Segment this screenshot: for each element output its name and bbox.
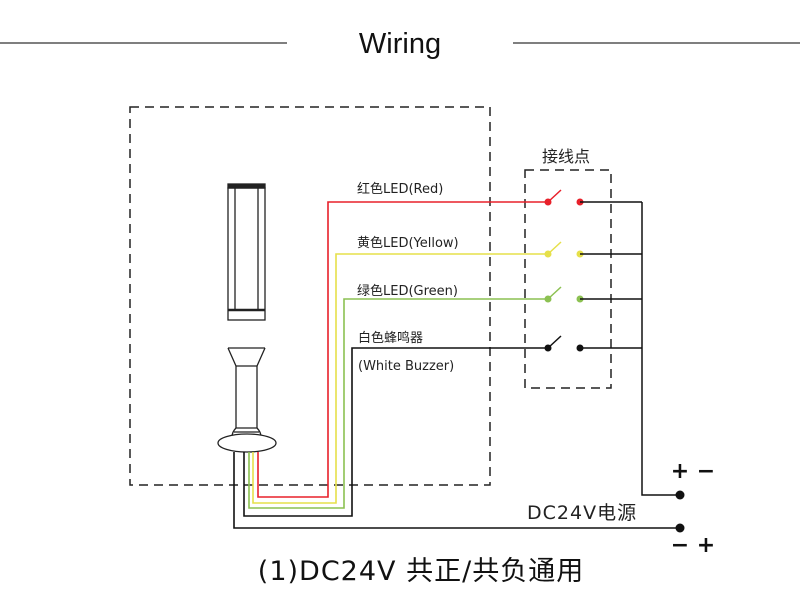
- wire-red: [257, 201, 548, 498]
- bottom-sign-2: +: [697, 533, 715, 558]
- terminal-block-label: 接线点: [542, 147, 590, 166]
- wire-green: [248, 298, 548, 509]
- return-bus: [580, 201, 680, 496]
- power-terminal-bottom: [675, 523, 685, 533]
- tower-light-icon: [217, 183, 277, 453]
- bottom-sign-1: −: [671, 533, 689, 558]
- label-yellow-led: 黄色LED(Yellow): [357, 235, 459, 251]
- switch-yellow: [544, 241, 584, 258]
- wire-buzzer: [243, 347, 548, 517]
- switch-red: [544, 189, 584, 206]
- top-sign-1: +: [671, 459, 689, 484]
- switch-buzzer: [544, 335, 584, 352]
- terminal-block: [524, 169, 612, 389]
- switch-green: [544, 286, 584, 303]
- label-white-buzzer: 白色蜂鸣器: [358, 330, 423, 346]
- power-terminal-top: [675, 490, 685, 500]
- device-enclosure: [129, 106, 491, 486]
- label-white-buzzer-en: (White Buzzer): [358, 359, 454, 374]
- page-title: Wiring: [359, 28, 441, 60]
- caption: (1)DC24V 共正/共负通用: [258, 556, 584, 587]
- top-sign-2: −: [697, 459, 715, 484]
- wire-common-bottom: [233, 452, 680, 529]
- power-supply-label: DC24V电源: [527, 502, 637, 524]
- wire-yellow: [252, 253, 548, 504]
- wires: [233, 201, 680, 529]
- label-green-led: 绿色LED(Green): [357, 283, 458, 299]
- label-red-led: 红色LED(Red): [357, 181, 443, 197]
